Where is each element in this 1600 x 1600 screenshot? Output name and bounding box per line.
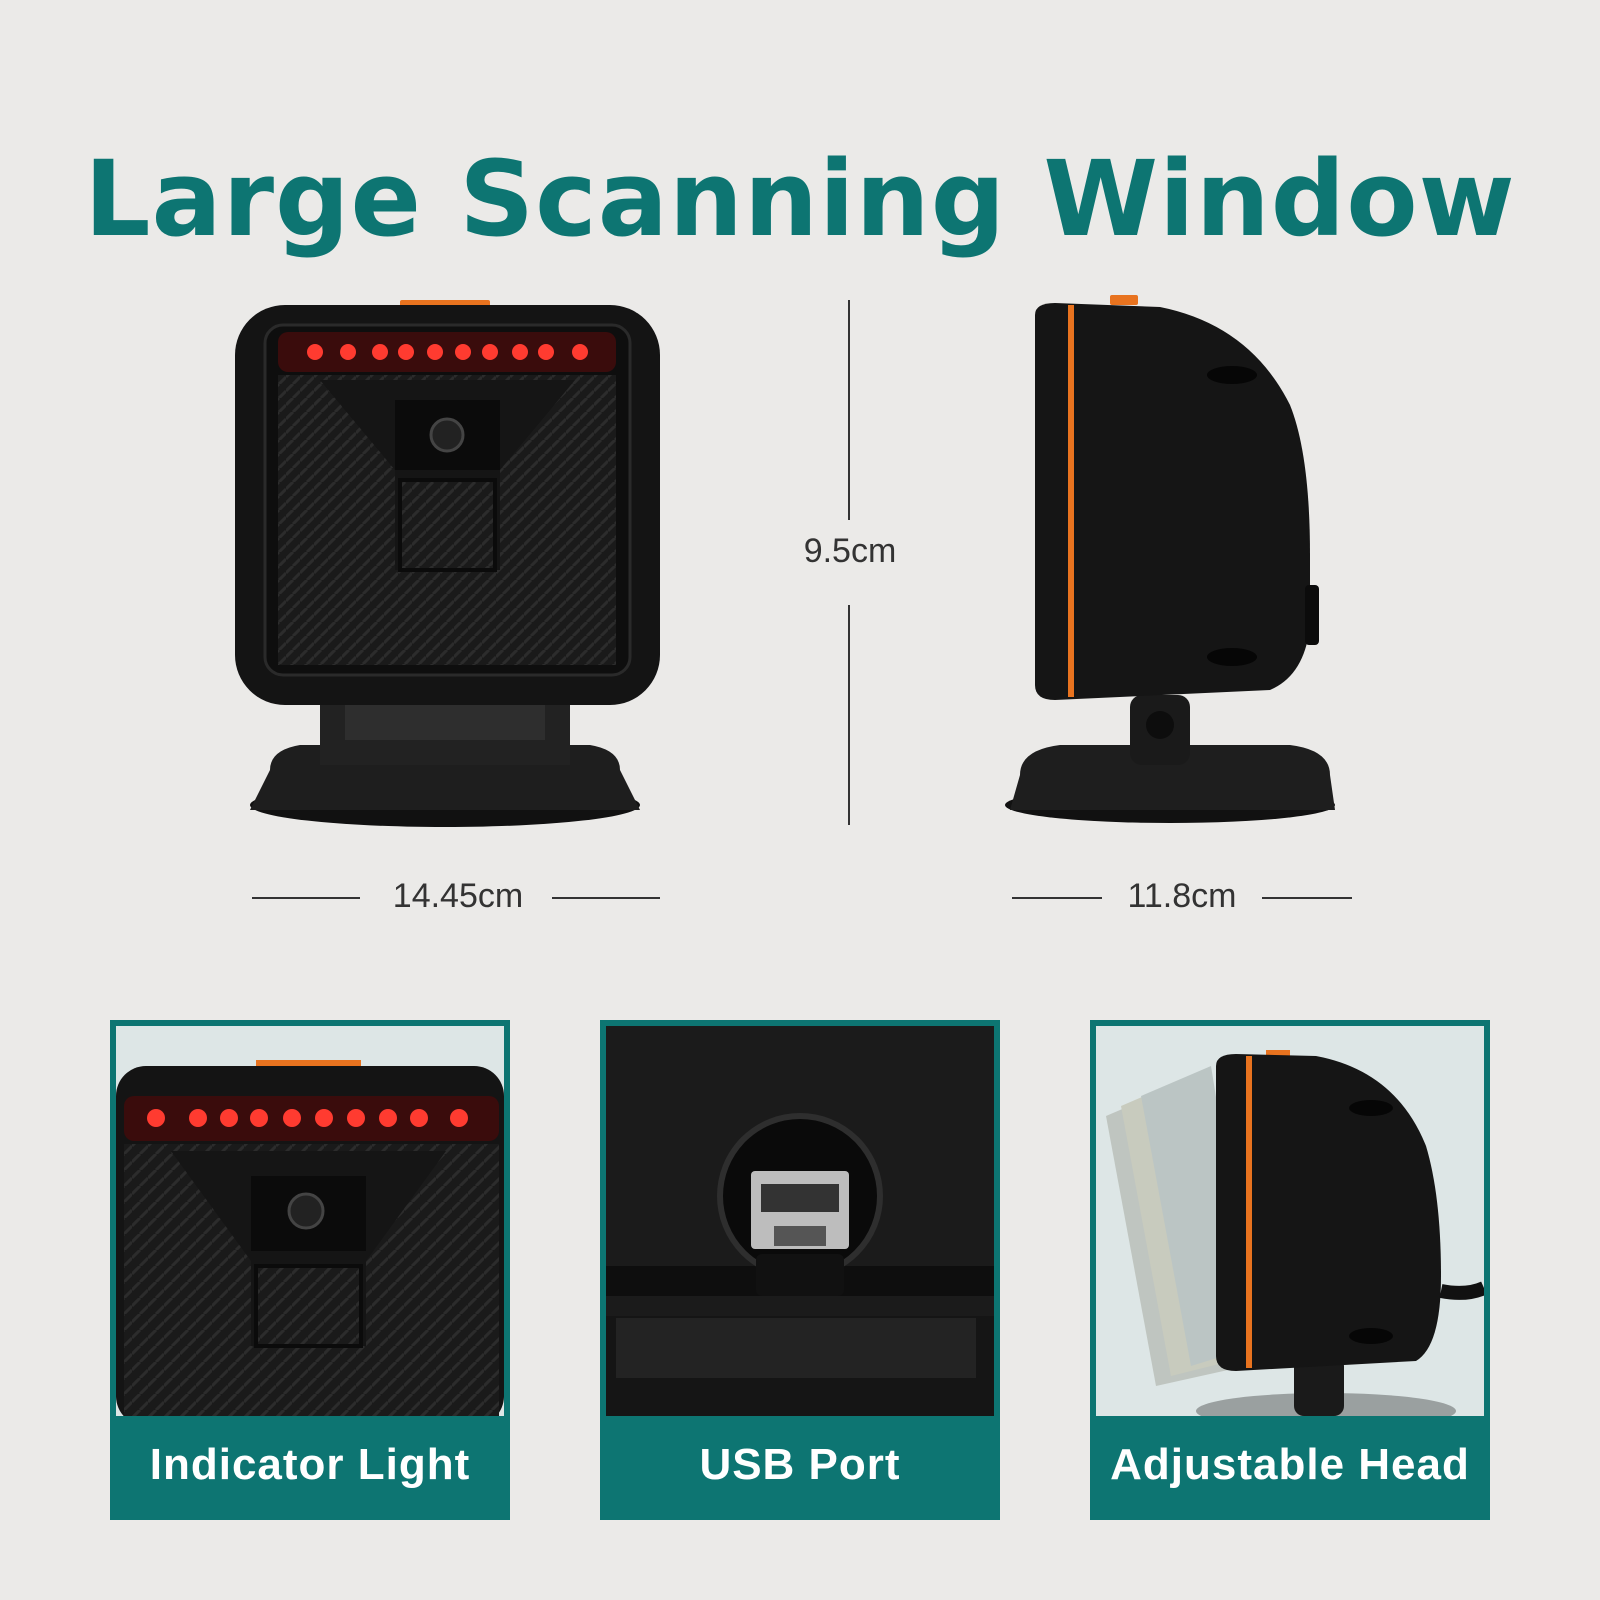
feature-card-usb-port: USB Port [600,1020,1000,1520]
feature-card-indicator-light: Indicator Light [110,1020,510,1520]
feature-card-adjustable-head: Adjustable Head [1090,1020,1490,1520]
height-dimension-line-top [848,300,850,520]
scanner-side-image [1005,295,1335,823]
scanner-front-image [235,300,660,827]
width-dimension-label: 14.45cm [392,877,524,915]
depth-dimension-line-left [1012,897,1102,899]
usb-port-image [606,1026,994,1416]
depth-dimension-line-right [1262,897,1352,899]
indicator-light-caption: Indicator Light [116,1416,504,1514]
adjustable-head-image [1096,1026,1484,1416]
width-dimension-line-left [252,897,360,899]
width-dimension-line-right [552,897,660,899]
height-dimension-line-bottom [848,605,850,825]
depth-dimension-label: 11.8cm [1127,877,1237,915]
adjustable-head-caption: Adjustable Head [1096,1416,1484,1514]
product-views: 9.5cm 14.45cm 11.8cm [0,260,1600,960]
usb-port-caption: USB Port [606,1416,994,1514]
page-title: Large Scanning Window [84,137,1516,260]
indicator-light-image [116,1026,504,1416]
height-dimension-label: 9.5cm [803,532,897,570]
